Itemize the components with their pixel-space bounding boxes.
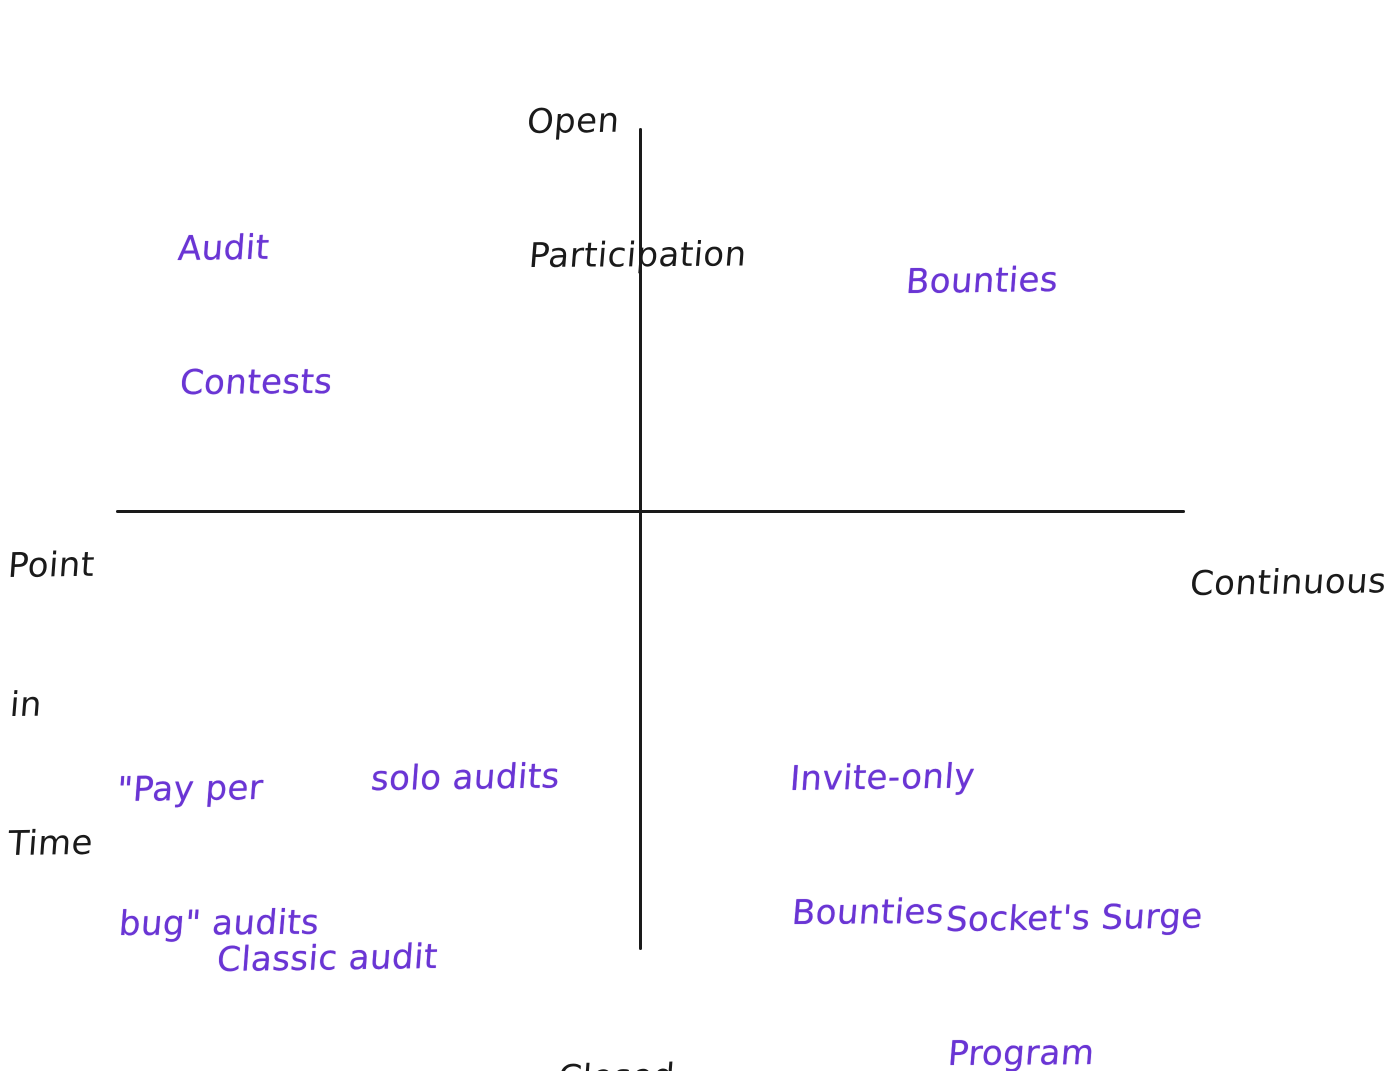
axis-label-line: Point xyxy=(6,544,97,586)
axis-label-line: Participation xyxy=(527,234,749,277)
axis-label-closed-participation: Closed Participation xyxy=(556,966,779,1071)
axis-label-line: Time xyxy=(6,822,95,864)
horizontal-axis-line xyxy=(116,510,1185,513)
axis-label-line: Closed xyxy=(556,1053,779,1071)
item-label-line: Classic audit xyxy=(215,936,440,980)
item-label-line: Program xyxy=(946,1033,1096,1071)
item-label-line: Contests xyxy=(178,362,335,404)
item-label-line: solo audits xyxy=(369,756,562,799)
item-label-line: Socket's Surge xyxy=(944,896,1205,940)
axis-label-line: Continuous xyxy=(1188,561,1388,604)
item-label-line: "Pay per xyxy=(115,767,265,810)
item-classic-audit-model: Classic audit model xyxy=(215,848,440,1071)
vertical-axis-line xyxy=(639,128,642,950)
axis-label-point-in-time: Point in Time xyxy=(6,452,97,959)
item-label-line: Bounties xyxy=(904,259,1060,302)
item-sockets-surge-program: Socket's Surge Program xyxy=(944,808,1205,1071)
axis-label-line: in xyxy=(8,684,44,725)
item-label-line: Invite-only xyxy=(788,756,977,799)
axis-label-continuous: Continuous xyxy=(1188,472,1388,696)
item-bounties: Bounties xyxy=(904,170,1060,394)
item-label-line: Audit xyxy=(176,227,271,269)
item-audit-contests: Audit Contests xyxy=(176,137,335,496)
axis-label-open-participation: Open Participation xyxy=(525,10,749,369)
axis-label-line: Open xyxy=(525,100,622,142)
